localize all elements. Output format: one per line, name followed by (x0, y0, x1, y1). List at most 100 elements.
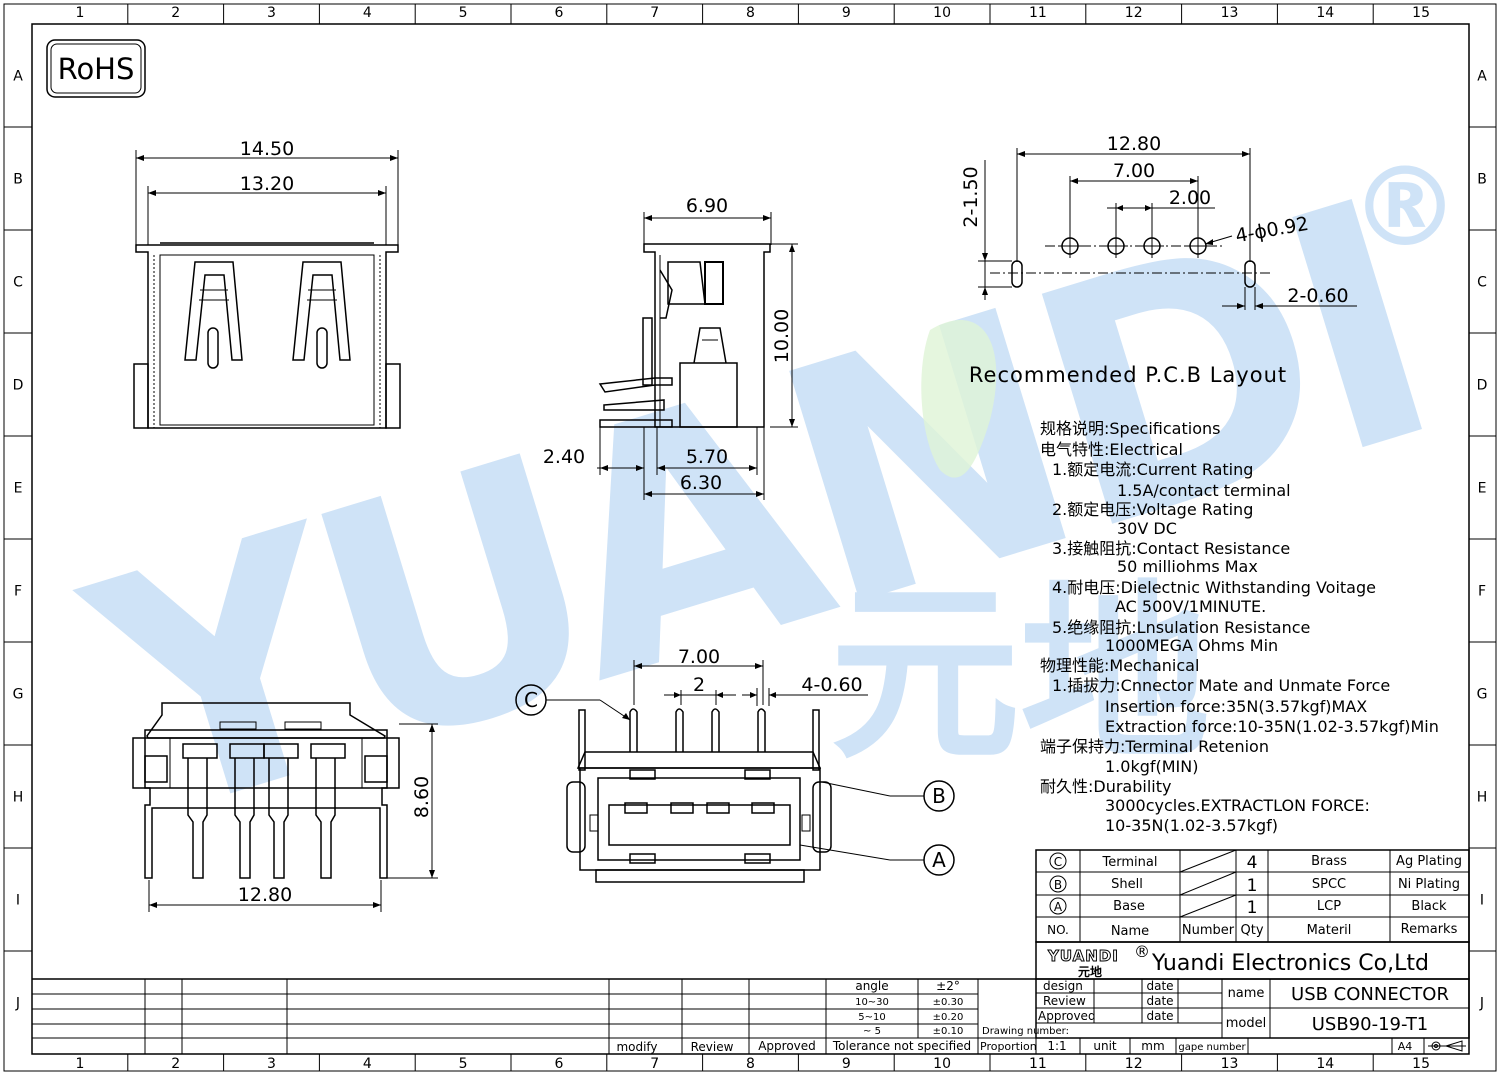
revision-review: Review (691, 1040, 734, 1054)
title-model-value: USB90-19-T1 (1312, 1014, 1429, 1035)
column-label-top: 3 (267, 5, 276, 21)
bom-qty: 4 (1247, 853, 1258, 873)
spec-line: 3000cycles.EXTRACTLON FORCE: (1105, 796, 1370, 815)
row-label-right: F (1478, 584, 1486, 600)
bom-no: A (1054, 900, 1063, 914)
spec-line: 1.0kgf(MIN) (1105, 757, 1198, 776)
front-dim-inner: 13.20 (240, 173, 294, 195)
spec-line: Extraction force:10-35N(1.02-3.57kgf)Min (1105, 717, 1439, 736)
title-drawing-number: Drawing number: (982, 1026, 1069, 1037)
pcb-holes (1058, 234, 1210, 258)
title-design: design (1043, 979, 1083, 993)
bom-no: B (1054, 878, 1062, 892)
bom-header: Number (1182, 923, 1235, 938)
side-view: 6.90 10.00 2.40 5.70 6.30 (543, 195, 798, 500)
front-dim-overall: 14.50 (240, 138, 294, 160)
row-label-left: J (15, 996, 20, 1012)
iso-dim-pins: 4-0.60 (801, 674, 862, 696)
tolerance-value: ±0.10 (933, 1026, 964, 1037)
callout-c: C (524, 688, 538, 712)
row-label-right: H (1477, 790, 1488, 806)
bom-name: Base (1113, 899, 1145, 914)
front-view: 14.50 13.20 (133, 138, 401, 429)
bom-header: Name (1111, 924, 1149, 939)
row-label-left: I (16, 893, 20, 909)
spec-line: 3.接触阻抗:Contact Resistance (1052, 539, 1290, 558)
title-gape-number: gape number (1178, 1042, 1246, 1053)
iso-view: 7.00 2 4-0.60 C (515, 646, 955, 883)
column-label-top: 6 (554, 5, 563, 21)
tolerance-value: ±0.30 (933, 997, 964, 1008)
watermark-chinese: 元地 (830, 564, 1210, 785)
tolerance-label: Tolerance not specified (832, 1039, 971, 1053)
column-label-top: 5 (459, 5, 468, 21)
side-dim-height: 10.00 (771, 309, 793, 363)
column-label-top: 15 (1412, 5, 1430, 21)
column-label-top: 2 (171, 5, 180, 21)
bom-table: C Terminal 4 Brass Ag Plating B Shell 1 … (1035, 849, 1470, 943)
tolerance-header: angle (855, 979, 888, 993)
bottom-view: 8.60 12.80 (132, 702, 438, 912)
bom-header: Materil (1307, 923, 1352, 938)
spec-line: 1.5A/contact terminal (1117, 481, 1291, 500)
tolerance-range: ~ 5 (863, 1026, 881, 1037)
spec-line: 端子保持力:Terminal Retenion (1040, 737, 1269, 756)
callout-b: B (932, 784, 946, 808)
row-label-left: E (14, 481, 23, 497)
tolerance-range: 5~10 (858, 1012, 885, 1023)
row-label-right: J (1479, 996, 1484, 1012)
spec-line: Insertion force:35N(3.57kgf)MAX (1105, 697, 1367, 716)
row-label-left: C (13, 275, 23, 291)
column-label-bottom: 15 (1412, 1056, 1430, 1072)
company-name: Yuandi Electronics Co,Ltd (1151, 951, 1429, 976)
row-label-left: F (14, 584, 22, 600)
title-proportion: Proportion (980, 1040, 1037, 1053)
spec-line: 耐久性:Durability (1040, 777, 1171, 796)
row-label-right: C (1477, 275, 1487, 291)
pcb-dim-outer-pins: 7.00 (1113, 160, 1155, 182)
tolerance-header: ±2° (936, 979, 960, 993)
spec-line: 2.额定电压:Voltage Rating (1052, 500, 1253, 519)
rohs-label: RoHS (58, 52, 135, 86)
bom-header: Remarks (1401, 922, 1458, 937)
title-date: date (1146, 1009, 1173, 1023)
row-label-left: G (13, 687, 24, 703)
column-label-top: 14 (1316, 5, 1334, 21)
row-label-right: B (1477, 172, 1487, 188)
row-label-right: I (1480, 893, 1484, 909)
column-label-top: 1 (75, 5, 84, 21)
title-model-label: model (1226, 1016, 1266, 1031)
logo: YUANDI (1047, 947, 1119, 965)
pcb-dim-slot-height: 2-1.50 (960, 166, 982, 227)
spec-line: 1000MEGA Ohms Min (1105, 636, 1278, 655)
logo-registered: ® (1134, 942, 1150, 961)
column-label-bottom: 1 (75, 1056, 84, 1072)
side-dim-bottom: 6.30 (680, 472, 722, 494)
title-review: Review (1043, 994, 1086, 1008)
drawing-frame: 1122334455667788991010111112121313141415… (3, 3, 1497, 1072)
column-label-bottom: 3 (267, 1056, 276, 1072)
title-unit: mm (1141, 1039, 1164, 1053)
iso-dim-outer: 7.00 (678, 646, 720, 668)
column-label-top: 8 (746, 5, 755, 21)
column-label-bottom: 13 (1221, 1056, 1239, 1072)
pcb-dim-pitch: 2.00 (1169, 187, 1211, 209)
bom-name: Terminal (1102, 855, 1158, 870)
column-label-bottom: 9 (842, 1056, 851, 1072)
bom-remarks: Black (1411, 899, 1447, 914)
callout-a: A (932, 848, 946, 872)
column-label-bottom: 7 (650, 1056, 659, 1072)
column-label-top: 12 (1125, 5, 1143, 21)
column-label-bottom: 14 (1316, 1056, 1334, 1072)
side-dim-mid: 5.70 (686, 446, 728, 468)
row-label-right: A (1477, 69, 1487, 85)
iso-dim-pitch: 2 (693, 674, 705, 696)
bottom-dim-width: 12.80 (238, 884, 292, 906)
side-dim-top: 6.90 (686, 195, 728, 217)
spec-line: 4.耐电压:Dielectnic Withstanding Voitage (1052, 578, 1376, 597)
pcb-caption: Recommended P.C.B Layout (969, 363, 1287, 387)
bom-header: NO. (1047, 923, 1069, 937)
side-dim-left: 2.40 (543, 446, 585, 468)
